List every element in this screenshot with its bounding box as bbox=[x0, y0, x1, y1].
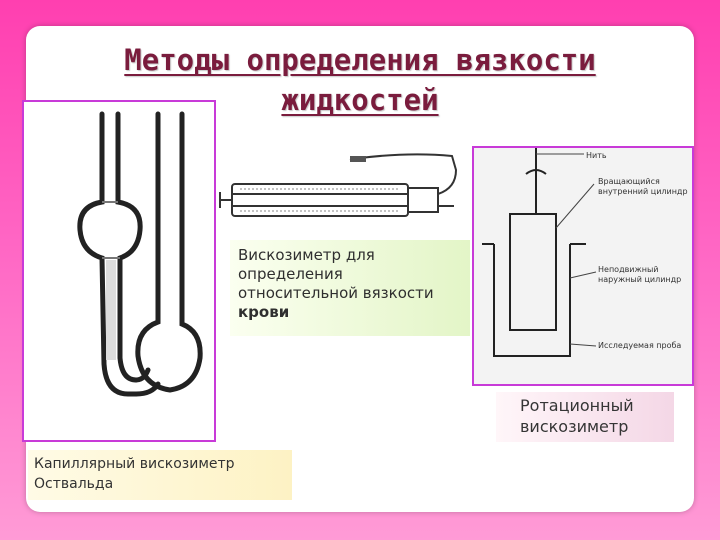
caption-capillary-viscometer: Капиллярный вискозиметр Оствальда bbox=[28, 450, 292, 500]
caption-relative-line-4: крови bbox=[238, 303, 290, 321]
label-thread: Нить bbox=[586, 151, 607, 160]
caption-rotation-line-1: Ротационный bbox=[520, 396, 634, 415]
caption-capillary-line-1: Капиллярный вискозиметр bbox=[34, 456, 235, 472]
relative-viscometer-drawing bbox=[219, 153, 458, 217]
caption-relative-line-2: определения bbox=[238, 265, 343, 283]
caption-relative-line-3: относительной вязкости bbox=[238, 284, 434, 302]
rotational-viscometer-image: Нить Вращающийся внутренний цилиндр Непо… bbox=[472, 146, 694, 386]
caption-capillary-line-2: Оствальда bbox=[34, 476, 114, 492]
caption-rotation-line-2: вискозиметр bbox=[520, 417, 629, 436]
label-sample: Исследуемая проба bbox=[598, 341, 681, 350]
rotational-viscometer-drawing: Нить Вращающийся внутренний цилиндр Непо… bbox=[482, 148, 688, 357]
label-inner-cylinder-1: Вращающийся bbox=[598, 177, 660, 186]
slide-title: Методы определения вязкости жидкостей bbox=[0, 40, 720, 120]
caption-rotational-viscometer: Ротационный вискозиметр bbox=[496, 392, 674, 442]
title-line-2: жидкостей bbox=[281, 83, 439, 117]
caption-relative-line-1: Вискозиметр для bbox=[238, 246, 375, 264]
ostwald-viscometer-image bbox=[22, 100, 216, 442]
title-line-1: Методы определения вязкости bbox=[124, 43, 596, 77]
label-outer-cylinder-2: наружный цилиндр bbox=[598, 275, 681, 284]
relative-viscometer-image bbox=[210, 148, 470, 238]
label-outer-cylinder-1: Неподвижный bbox=[598, 265, 658, 274]
caption-relative-viscometer: Вискозиметр для определения относительно… bbox=[230, 240, 470, 336]
ostwald-viscometer-drawing bbox=[77, 111, 203, 397]
label-inner-cylinder-2: внутренний цилиндр bbox=[598, 187, 688, 196]
